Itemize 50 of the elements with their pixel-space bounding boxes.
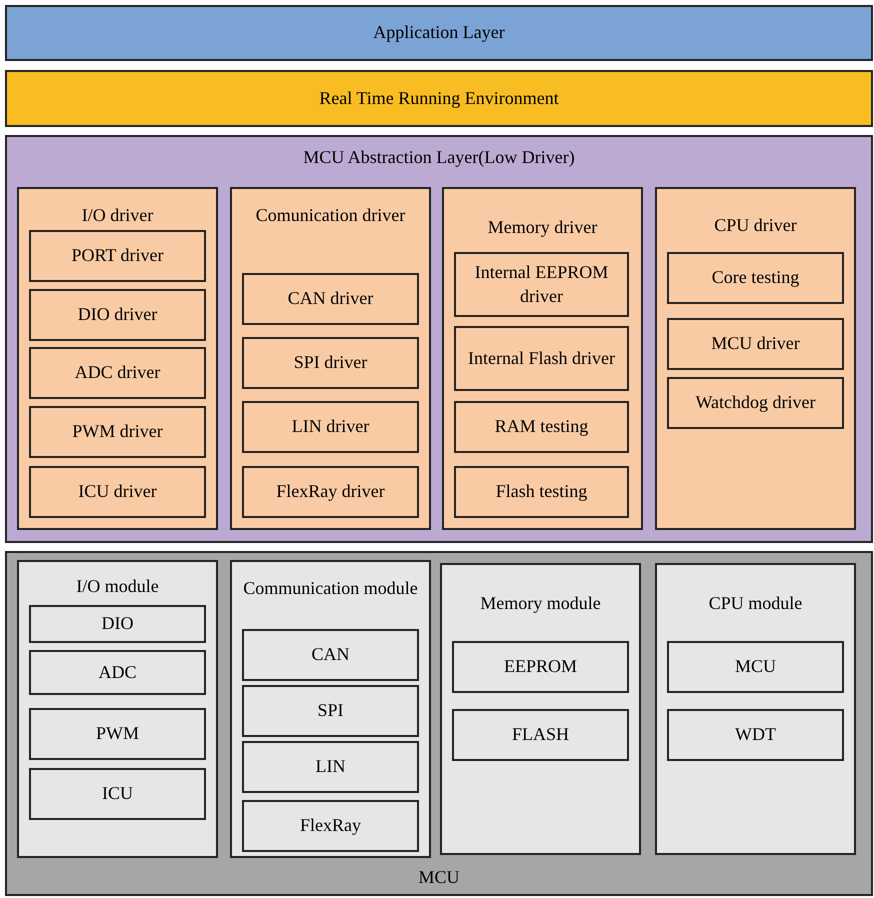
component-box: DIO driver — [29, 289, 206, 341]
component-box: MCU driver — [667, 318, 844, 370]
group-panel — [440, 563, 641, 855]
component-box: RAM testing — [454, 401, 629, 453]
panel-title: MCU — [417, 866, 460, 889]
panel-title: CPU driver — [713, 214, 798, 237]
component-box: ICU driver — [29, 466, 206, 518]
component-box: SPI — [242, 685, 419, 737]
component-box: DIO — [29, 605, 206, 643]
component-box: PWM driver — [29, 406, 206, 458]
component-box: FlexRay driver — [242, 466, 419, 518]
component-box: PWM — [29, 708, 206, 760]
component-box: Watchdog driver — [667, 377, 844, 429]
component-box: EEPROM — [452, 641, 629, 693]
group-panel — [230, 187, 431, 530]
component-box: FLASH — [452, 709, 629, 761]
panel-title: Comunication driver — [254, 204, 406, 227]
component-box: WDT — [667, 709, 844, 761]
panel-title: Memory driver — [486, 216, 598, 239]
panel-title: MCU Abstraction Layer(Low Driver) — [302, 146, 576, 169]
layer-panel — [5, 551, 873, 896]
component-box: LIN — [242, 741, 419, 793]
component-box: FlexRay — [242, 800, 419, 852]
component-box: ICU — [29, 768, 206, 820]
component-box: ADC — [29, 650, 206, 695]
component-box: LIN driver — [242, 401, 419, 453]
component-box: SPI driver — [242, 337, 419, 389]
group-panel — [230, 560, 431, 858]
component-box: PORT driver — [29, 230, 206, 282]
panel-title: I/O module — [75, 575, 160, 598]
group-panel — [17, 187, 218, 530]
panel-title: Memory module — [479, 592, 602, 615]
layer-band: Application Layer — [5, 5, 873, 61]
panel-title: I/O driver — [80, 204, 154, 227]
panel-title: CPU module — [708, 592, 804, 615]
component-box: ADC driver — [29, 347, 206, 399]
group-panel — [655, 563, 856, 855]
layer-panel — [5, 135, 873, 543]
group-panel — [442, 187, 643, 530]
component-box: Internal Flash driver — [454, 326, 629, 391]
panel-title: Communication module — [242, 577, 419, 600]
component-box: Flash testing — [454, 466, 629, 518]
group-panel — [17, 560, 218, 858]
component-box: MCU — [667, 641, 844, 693]
component-box: Internal EEPROM driver — [454, 252, 629, 317]
component-box: CAN driver — [242, 273, 419, 325]
component-box: Core testing — [667, 252, 844, 304]
component-box: CAN — [242, 629, 419, 681]
layer-band: Real Time Running Environment — [5, 70, 873, 127]
group-panel — [655, 187, 856, 530]
